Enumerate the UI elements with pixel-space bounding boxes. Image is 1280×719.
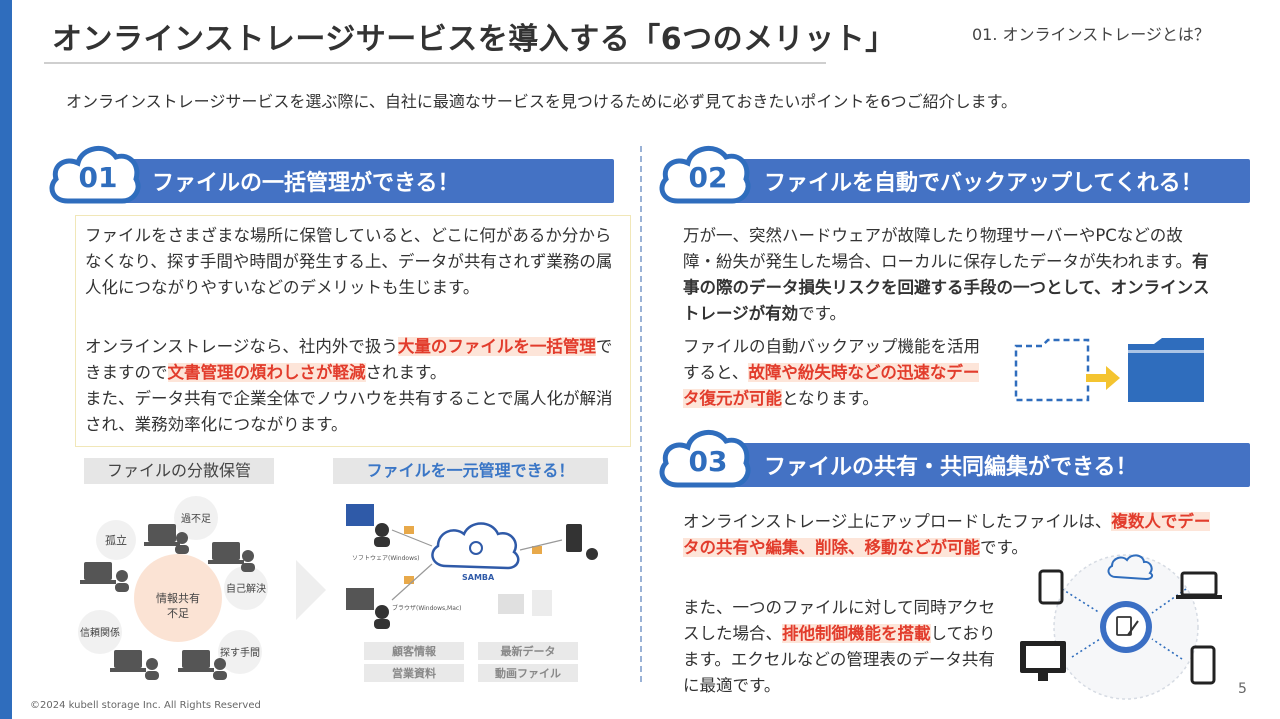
tile-customer-info: 顧客情報	[392, 644, 437, 658]
scatter-storage-illustration: 情報共有 不足 孤立 過不足 自己解決 探す手間 信頼関係	[78, 496, 268, 680]
text-run: オンラインストレージ上にアップロードしたファイルは、	[683, 512, 1112, 531]
copyright: ©2024 kubell storage Inc. All Rights Res…	[30, 700, 261, 711]
software-label: ソフトウェア(Windows)	[352, 554, 419, 562]
folder-icon	[1128, 338, 1204, 402]
tablet-icon	[1038, 569, 1064, 605]
browser-label: ブラウザ(Windows,Mac)	[392, 604, 462, 612]
document-icon	[532, 590, 552, 616]
connection-lines	[1061, 588, 1187, 660]
section-03-paragraph-1: オンラインストレージ上にアップロードしたファイルは、複数人でデータの共有や編集、…	[683, 509, 1211, 561]
section-02-header: 02 ファイルを自動でバックアップしてくれる！	[656, 146, 1250, 204]
text-run: また、一つのファイルに対して同時アクセスした場合、	[683, 598, 996, 643]
text-run: しております。エクセルなどの管理表のデータ共有に最適です。	[683, 624, 996, 695]
section-band	[86, 159, 614, 203]
monitor-icon	[346, 588, 374, 610]
cloud-icon	[659, 430, 751, 488]
edit-document-icon	[1116, 616, 1132, 636]
text-run: できますので	[85, 337, 613, 382]
unified-label: ファイルを一元管理できる！	[333, 458, 608, 484]
section-title: ファイルを自動でバックアップしてくれる！	[764, 171, 1203, 196]
page-number: 5	[1238, 681, 1247, 697]
column-divider	[640, 146, 642, 682]
section-title: ファイルの共有・共同編集ができる！	[764, 455, 1138, 480]
section-03-header: 03 ファイルの共有・共同編集ができる！	[656, 430, 1250, 488]
section-band	[696, 159, 1250, 203]
text-run: となります。	[782, 389, 879, 408]
title-underline	[44, 62, 826, 64]
folder-icon	[498, 594, 524, 614]
dashed-folder-icon	[1014, 338, 1090, 402]
tag-circle	[96, 520, 136, 560]
section-01-textbox	[75, 215, 631, 447]
tag-self-solve: 自己解決	[226, 582, 266, 595]
chevron-right-icon	[296, 560, 326, 620]
tile-latest-data: 最新データ	[501, 644, 556, 658]
tag-circle	[78, 610, 122, 654]
section-01-paragraph-1: ファイルをさまざまな場所に保管していると、どこに何があるか分からなくなり、探す手…	[85, 226, 613, 297]
tile-sales-material: 営業資料	[392, 666, 436, 680]
section-number: 03	[688, 445, 728, 478]
highlight-text: 文書管理の煩わしさが軽減	[167, 363, 366, 382]
tag-excess: 過不足	[181, 513, 211, 525]
center-line-1: 情報共有	[156, 591, 200, 605]
section-01-paragraph-3: また、データ共有で企業全体でノウハウを共有することで属人化が解消され、業務効率化…	[85, 389, 613, 434]
section-01-paragraph-2: オンラインストレージなら、社内外で扱う大量のファイルを一括管理できますので文書管…	[85, 334, 613, 386]
key-icon	[469, 541, 483, 555]
bold-text: 有事の際のデータ損失リスクを回避する手段の一つとして、オンラインストレージが有効	[683, 252, 1210, 323]
samba-brand: SAMBA	[462, 573, 495, 582]
section-02-paragraph-1: 万が一、突然ハードウェアが故障したり物理サーバーやPCなどの故障・紛失が発生した…	[683, 223, 1211, 327]
section-number: 02	[688, 161, 728, 194]
section-03-paragraph-2: また、一つのファイルに対して同時アクセスした場合、排他制御機能を搭載しております…	[683, 595, 1005, 699]
tag-circle	[218, 630, 262, 674]
arrow-right-icon	[1086, 366, 1120, 390]
cloud-storage-icon	[431, 522, 520, 570]
highlight-text: 排他制御機能を搭載	[782, 624, 931, 643]
tag-circle	[224, 566, 268, 610]
unified-storage-illustration: ソフトウェア(Windows) ブラウザ(Windows,Mac) SAMBA …	[346, 504, 598, 682]
connection-arrows	[391, 529, 563, 601]
page-title: オンラインストレージサービスを導入する「6つのメリット」	[52, 22, 896, 57]
tile-video-file: 動画ファイル	[495, 666, 561, 680]
cloud-icon	[49, 146, 141, 204]
text-run: です。	[980, 538, 1028, 557]
tag-circle	[174, 496, 218, 540]
text-run: されます。	[365, 363, 447, 382]
text-run: ファイルの自動バックアップ機能を活用すると、	[683, 337, 980, 382]
tag-trust: 信頼関係	[80, 627, 120, 639]
chapter-label: 01. オンラインストレージとは？	[972, 25, 1210, 44]
tag-search-effort: 探す手間	[220, 646, 260, 659]
monitor-icon	[346, 504, 374, 526]
cloud-icon	[1107, 554, 1154, 581]
text-run: 万が一、突然ハードウェアが故障したり物理サーバーやPCなどの故障・紛失が発生した…	[683, 226, 1193, 271]
left-accent-bar	[0, 0, 12, 719]
scatter-label: ファイルの分散保管	[84, 458, 274, 484]
text-run: です。	[798, 304, 847, 323]
section-band	[696, 443, 1250, 487]
intro-text: オンラインストレージサービスを選ぶ際に、自社に最適なサービスを見つけるために必ず…	[66, 92, 1017, 111]
cloud-icon	[659, 146, 751, 204]
backup-illustration	[1014, 338, 1204, 402]
section-title: ファイルの一括管理ができる！	[152, 171, 460, 196]
phone-icon	[566, 524, 582, 552]
tag-isolation: 孤立	[105, 533, 127, 547]
center-line-2: 不足	[167, 607, 189, 620]
smartphone-icon	[1190, 645, 1216, 685]
laptop-user-icons	[80, 524, 255, 680]
section-number: 01	[78, 161, 118, 194]
highlight-text: 大量のファイルを一括管理	[397, 337, 596, 356]
lock-icons	[404, 526, 542, 584]
text-run: オンラインストレージなら、社内外で扱う	[85, 337, 398, 356]
sharing-illustration	[1020, 554, 1222, 700]
info-shortage-circle	[134, 554, 222, 642]
section-01-header: 01 ファイルの一括管理ができる！	[46, 146, 614, 204]
section-02-paragraph-2: ファイルの自動バックアップ機能を活用すると、故障や紛失時などの迅速なデータ復元が…	[683, 334, 981, 412]
